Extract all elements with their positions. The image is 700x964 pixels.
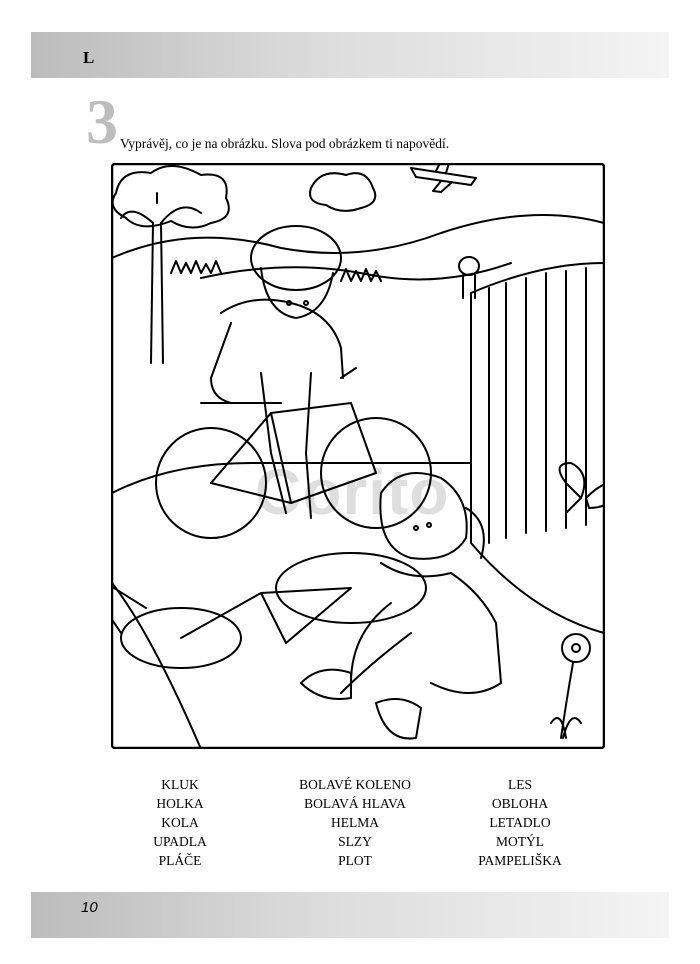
girl-icon bbox=[300, 472, 502, 740]
chapter-letter: L bbox=[83, 48, 95, 67]
word: LES bbox=[507, 777, 532, 792]
task-instruction: Vyprávěj, co je na obrázku. Slova pod ob… bbox=[120, 136, 450, 151]
word-column-1: KLUK HOLKA KOLA UPADLA PLÁČE bbox=[130, 775, 230, 870]
watermark: Corito bbox=[255, 456, 450, 528]
butterfly-icon bbox=[558, 462, 605, 514]
word: HELMA bbox=[331, 815, 379, 830]
fence-icon bbox=[458, 256, 605, 544]
word: PLÁČE bbox=[158, 853, 202, 868]
word: LETADLO bbox=[489, 815, 551, 830]
word: SLZY bbox=[338, 834, 372, 849]
task-number: 3 bbox=[86, 86, 118, 157]
word: HOLKA bbox=[156, 796, 204, 811]
footer-band bbox=[31, 892, 669, 938]
word: UPADLA bbox=[153, 834, 207, 849]
word-hints: KLUK HOLKA KOLA UPADLA PLÁČE BOLAVÉ KOLE… bbox=[110, 775, 610, 875]
word: MOTÝL bbox=[496, 834, 544, 849]
coloring-illustration bbox=[111, 163, 605, 749]
dandelion-icon bbox=[550, 633, 591, 739]
airplane-icon bbox=[410, 163, 477, 193]
word-column-2: BOLAVÉ KOLENO BOLAVÁ HLAVA HELMA SLZY PL… bbox=[270, 775, 440, 870]
tree-icon bbox=[111, 165, 230, 364]
word: PAMPELIŠKA bbox=[478, 853, 562, 868]
word: KOLA bbox=[161, 815, 199, 830]
word: KLUK bbox=[161, 777, 199, 792]
word: BOLAVÉ KOLENO bbox=[299, 777, 411, 792]
word: OBLOHA bbox=[491, 796, 549, 811]
page-number: 10 bbox=[81, 899, 98, 916]
bicycle-icon bbox=[155, 367, 432, 539]
word: BOLAVÁ HLAVA bbox=[304, 796, 406, 811]
header-band bbox=[31, 32, 669, 78]
word: PLOT bbox=[338, 853, 372, 868]
word-column-3: LES OBLOHA LETADLO MOTÝL PAMPELIŠKA bbox=[455, 775, 585, 870]
